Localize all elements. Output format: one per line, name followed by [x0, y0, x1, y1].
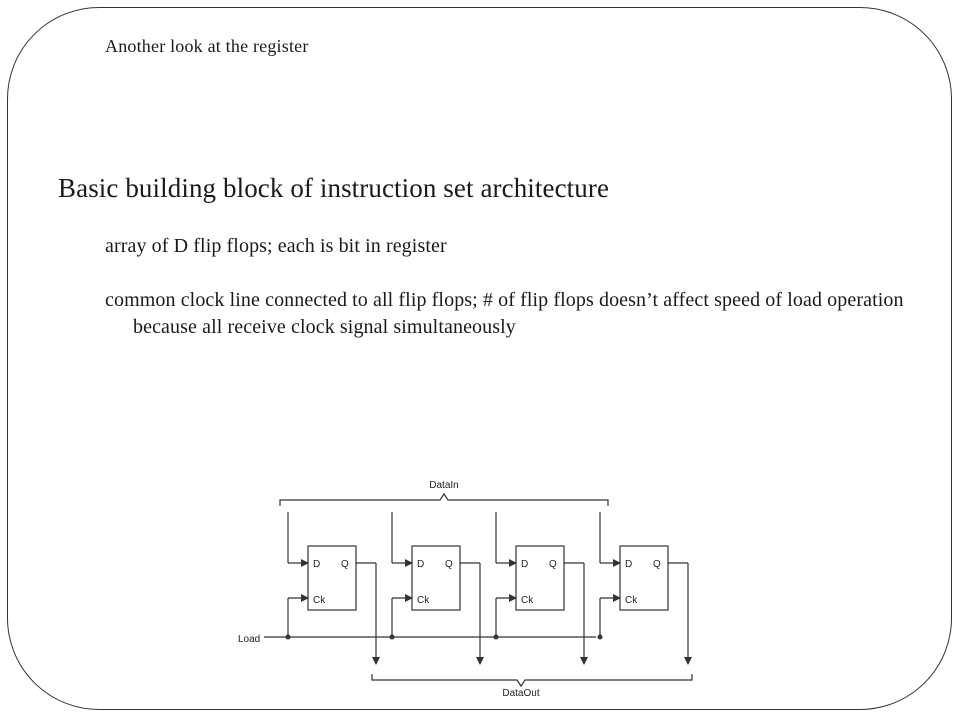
slide-heading: Basic building block of instruction set … [58, 173, 610, 203]
flip-flop-ck-label: Ck [521, 595, 534, 606]
load-junction-dot [597, 634, 603, 640]
load-label: Load [238, 634, 260, 645]
datain-brace [279, 492, 609, 506]
flip-flop-q-label: Q [653, 559, 661, 570]
flip-flop-d-label: D [313, 559, 320, 570]
flip-flop-d-label: D [417, 559, 424, 570]
flip-flop-q-label: Q [341, 559, 349, 570]
flip-flop-ck-label: Ck [625, 595, 638, 606]
slide-title: Another look at the register [105, 36, 309, 56]
register-diagram: DataIn DataOut Load D Q Ck D Q Ck D Q Ck D Q Ck [238, 480, 693, 699]
flip-flop-box [515, 545, 565, 611]
dataout-label: DataOut [502, 688, 539, 699]
flip-flop-box [307, 545, 357, 611]
dataout-brace [371, 674, 693, 688]
flip-flop-ck-label: Ck [313, 595, 326, 606]
flip-flop-array: D Q Ck D Q Ck D Q Ck D Q Ck [285, 512, 692, 665]
load-junction-dot [389, 634, 395, 640]
flip-flop-box [411, 545, 461, 611]
flip-flop-q-label: Q [445, 559, 453, 570]
datain-label: DataIn [429, 480, 458, 491]
flip-flop-d-label: D [521, 559, 528, 570]
flip-flop-ck-label: Ck [417, 595, 430, 606]
load-junction-dot [285, 634, 291, 640]
flip-flop-box [619, 545, 669, 611]
load-junction-dot [493, 634, 499, 640]
bullet-item: array of D flip flops; each is bit in re… [105, 235, 447, 257]
flip-flop-d-label: D [625, 559, 632, 570]
slide-frame [7, 7, 952, 710]
flip-flop-q-label: Q [549, 559, 557, 570]
bullet-item: common clock line connected to all flip … [105, 289, 904, 338]
